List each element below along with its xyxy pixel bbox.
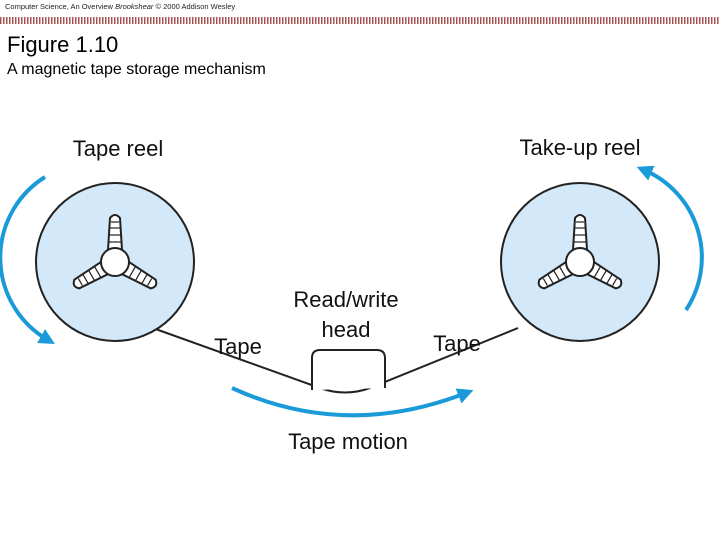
tape-motion-arrow — [231, 386, 474, 418]
header-rule — [0, 17, 720, 24]
takeup-reel — [500, 182, 660, 342]
tape-motion-label: Tape motion — [288, 429, 408, 454]
book-header: Computer Science, An Overview Brookshear… — [5, 2, 235, 11]
copyright: © 2000 Addison Wesley — [155, 2, 236, 11]
tape-reel — [35, 182, 195, 342]
read-write-head — [311, 349, 386, 390]
left-reel-rotation-arrow — [0, 175, 55, 344]
book-author: Brookshear — [115, 2, 154, 11]
head-label-line1: Read/write — [293, 287, 398, 312]
tape-left-label: Tape — [214, 334, 262, 359]
figure-subtitle: A magnetic tape storage mechanism — [7, 61, 266, 78]
head-label-line2: head — [322, 317, 371, 342]
right-reel-rotation-arrow — [636, 165, 704, 312]
tape-right-label: Tape — [433, 331, 481, 356]
book-title: Computer Science, An Overview — [5, 2, 113, 11]
figure-title: Figure 1.10 — [7, 32, 119, 57]
tape-reel-label: Tape reel — [73, 136, 164, 161]
takeup-reel-label: Take-up reel — [519, 135, 640, 160]
